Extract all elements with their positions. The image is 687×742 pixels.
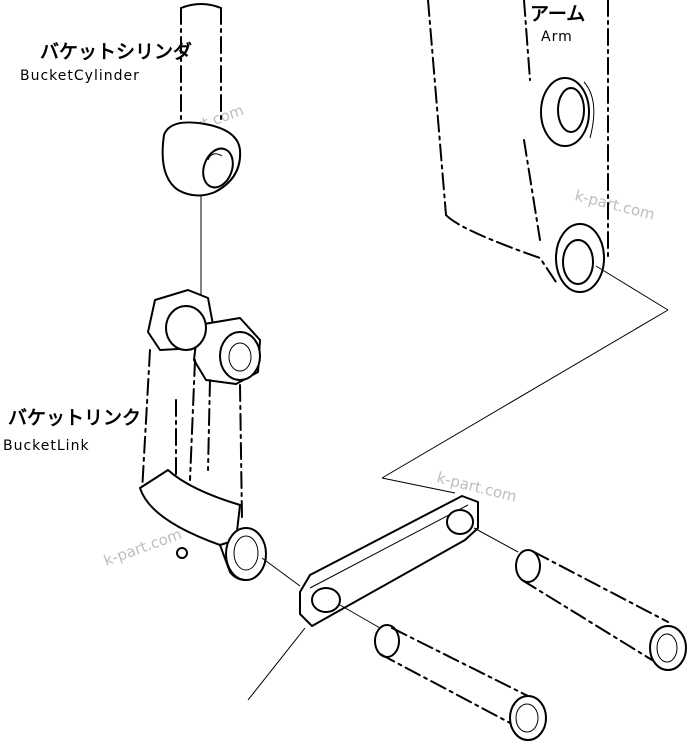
leader-line xyxy=(247,627,306,701)
link-plate-part xyxy=(299,495,479,627)
pin-right xyxy=(473,527,687,671)
bucket-cylinder-label-en: BucketCylinder xyxy=(20,68,140,84)
bucket-cylinder-rod xyxy=(161,3,242,312)
bucket-link-label-en: BucketLink xyxy=(3,438,90,454)
bucket-link-part xyxy=(139,289,301,587)
watermark-4: k-part.com xyxy=(101,525,184,570)
arm-label-en: Arm xyxy=(541,29,573,45)
watermark-3: k-part.com xyxy=(435,468,519,505)
arm-label-jp: アーム xyxy=(530,3,585,25)
bucket-cylinder-label-jp: バケットシリンダ xyxy=(40,40,192,63)
pin-lower xyxy=(339,604,547,741)
watermark-2: k-part.com xyxy=(573,186,657,223)
arm-part xyxy=(381,0,669,494)
bucket-link-label-jp: バケットリンク xyxy=(8,407,141,429)
